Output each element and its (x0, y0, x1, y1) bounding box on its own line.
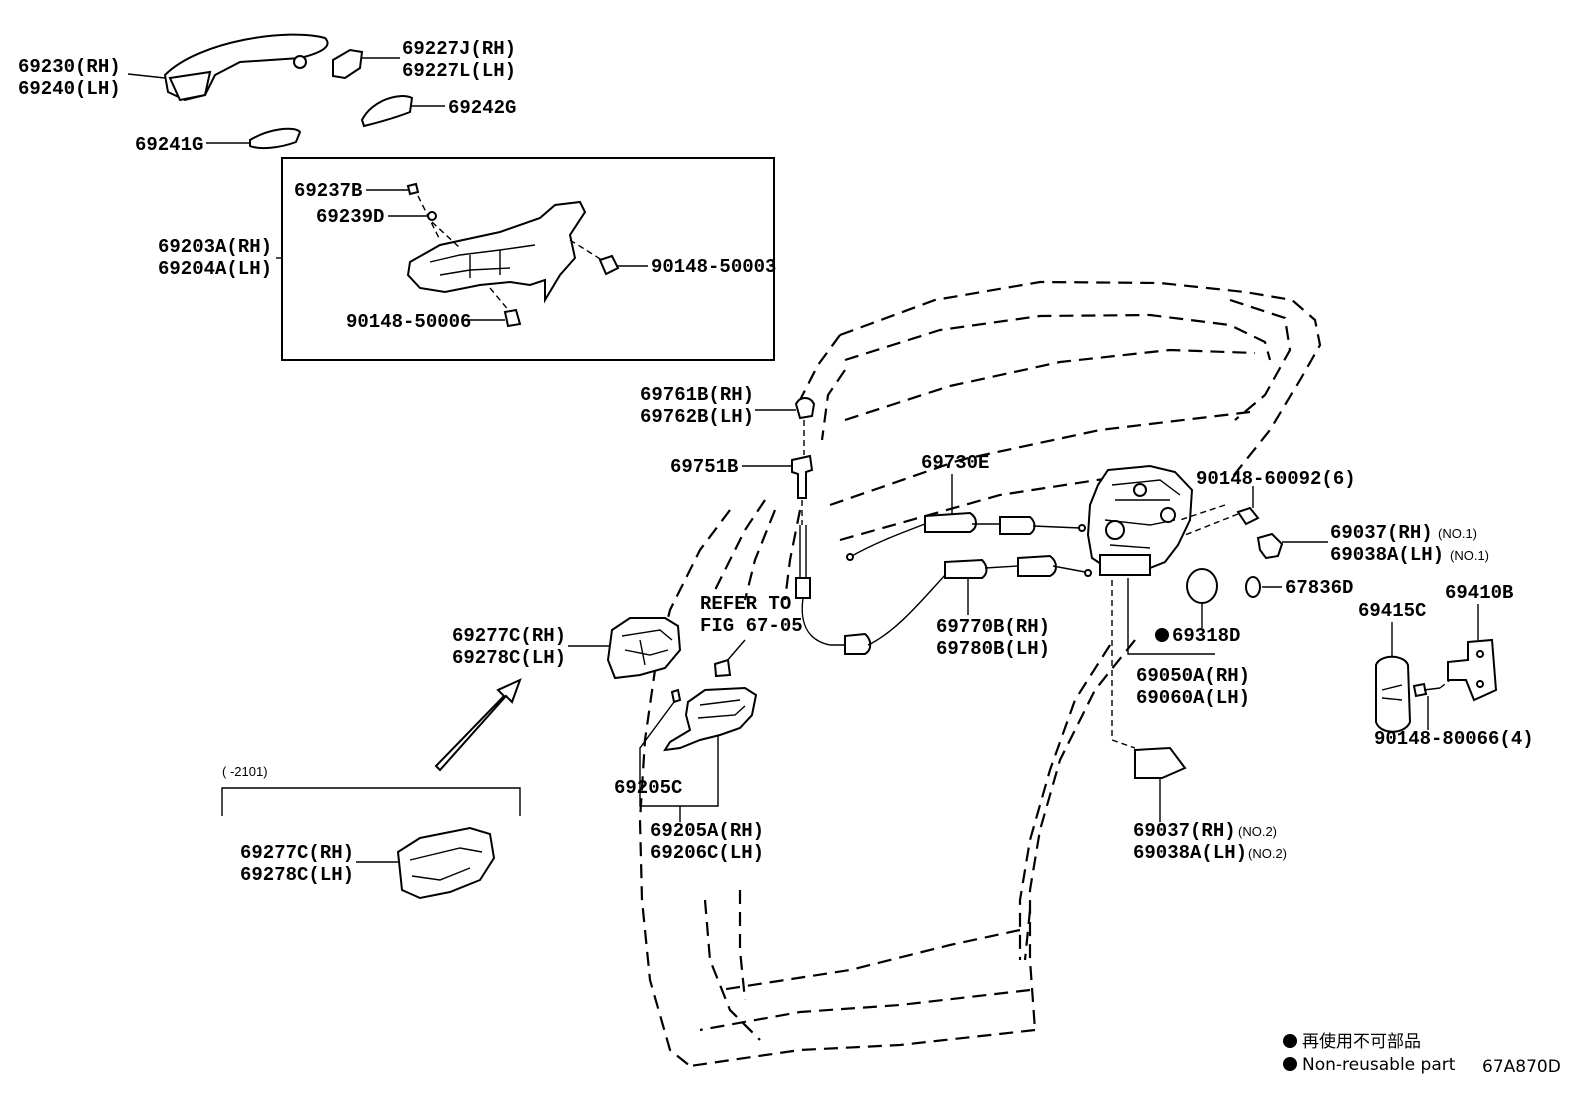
label-69762b: 69762B(LH) (640, 406, 754, 428)
cable-69770b (944, 554, 1092, 579)
label-69227j: 69227J(RH) (402, 38, 516, 60)
label-69751b: 69751B (670, 456, 738, 478)
screw-90148-50006 (503, 308, 522, 328)
leader-69230 (127, 73, 166, 79)
label-69780b: 69780B(LH) (936, 638, 1050, 660)
cushion-69037-no2 (1134, 746, 1187, 779)
label-90148-60092: 90148-60092(6) (1196, 468, 1356, 490)
screw-90148-50003 (598, 254, 620, 276)
label-69203a: 69203A(RH) (158, 236, 272, 258)
label-69241g: 69241G (135, 134, 203, 156)
label-69278c-old: 69278C(LH) (240, 864, 354, 886)
label-69239d: 69239D (316, 206, 384, 228)
label-69770b: 69770B(RH) (936, 616, 1050, 638)
screw-90148-60092 (1179, 504, 1260, 536)
label-69204a: 69204A(LH) (158, 258, 272, 280)
label-69038-no2-suffix: (NO.2) (1248, 846, 1287, 861)
label-69050a: 69050A(RH) (1136, 665, 1250, 687)
label-67836d: 67836D (1285, 577, 1353, 599)
door-outline (638, 280, 1322, 1068)
bracket-2101 (221, 787, 521, 816)
label-69237b: 69237B (294, 180, 362, 202)
label-69761b: 69761B(RH) (640, 384, 754, 406)
door-lock-assembly-69050a (1086, 464, 1194, 576)
frame-box-69203a (281, 157, 775, 361)
cover-69415c (1375, 655, 1412, 733)
label-69318d: 69318D (1172, 625, 1240, 647)
label-2101: ( -2101) (222, 764, 268, 779)
label-90148-50006: 90148-50006 (346, 311, 471, 333)
label-69206c: 69206C(LH) (650, 842, 764, 864)
legend-bullet-1 (1283, 1034, 1297, 1048)
label-refer-fig: FIG 67-05 (700, 615, 803, 637)
cable-rod (795, 525, 951, 655)
striker-69410b (1447, 638, 1498, 702)
figure-id: 67A870D (1482, 1057, 1561, 1077)
label-69278c: 69278C(LH) (452, 647, 566, 669)
label-69037-no2-suffix: (NO.2) (1238, 824, 1277, 839)
label-refer-to: REFER TO (700, 593, 791, 615)
handle-cover-69227 (332, 48, 364, 80)
cable-69730e (846, 511, 1086, 561)
legend-line-2: Non-reusable part (1302, 1055, 1456, 1075)
label-90148-80066: 90148-80066(4) (1374, 728, 1534, 750)
clip-refer (713, 658, 732, 678)
label-69230: 69230(RH) (18, 56, 121, 78)
label-69410b: 69410B (1445, 582, 1513, 604)
clip-69237b (406, 182, 420, 196)
gasket-69241g (249, 127, 302, 150)
handle-frame-69203a (406, 195, 606, 313)
label-90148-50003: 90148-50003 (651, 256, 776, 278)
label-69038-no1-suffix: (NO.1) (1450, 548, 1489, 563)
inside-handle-bezel-69277c-old (396, 826, 496, 900)
label-69242g: 69242G (448, 97, 516, 119)
label-69240: 69240(LH) (18, 78, 121, 100)
lock-knob-69761b (794, 397, 816, 420)
label-69227l: 69227L(LH) (402, 60, 516, 82)
inside-handle-69205a (663, 686, 758, 752)
cushion-69037-no1 (1256, 532, 1284, 560)
inside-handle-bezel-69277c (606, 617, 682, 680)
label-69038-no1: 69038A(LH) (1330, 544, 1444, 566)
non-reusable-mark-69318d (1155, 628, 1169, 642)
label-69277c-old: 69277C(RH) (240, 842, 354, 864)
seal-69318d (1186, 568, 1218, 604)
screw-90148-80066 (1412, 679, 1451, 698)
rod-guide-69751b (791, 454, 814, 499)
ring-67836d (1245, 576, 1261, 598)
label-69037-no1-suffix: (NO.1) (1438, 526, 1477, 541)
label-69037-no1: 69037(RH) (1330, 522, 1433, 544)
gasket-69242g (360, 95, 414, 128)
label-69037-no2: 69037(RH) (1133, 820, 1236, 842)
label-69730e: 69730E (921, 452, 989, 474)
label-69277c: 69277C(RH) (452, 625, 566, 647)
label-69038-no2: 69038A(LH) (1133, 842, 1247, 864)
label-69415c: 69415C (1358, 600, 1426, 622)
arrow-icon (434, 678, 522, 772)
label-69205c: 69205C (614, 777, 682, 799)
outside-handle-69230 (163, 33, 329, 102)
label-69060a: 69060A(LH) (1136, 687, 1250, 709)
legend-line-1: 再使用不可部品 (1302, 1031, 1421, 1052)
label-69205a: 69205A(RH) (650, 820, 764, 842)
legend-bullet-2 (1283, 1057, 1297, 1071)
